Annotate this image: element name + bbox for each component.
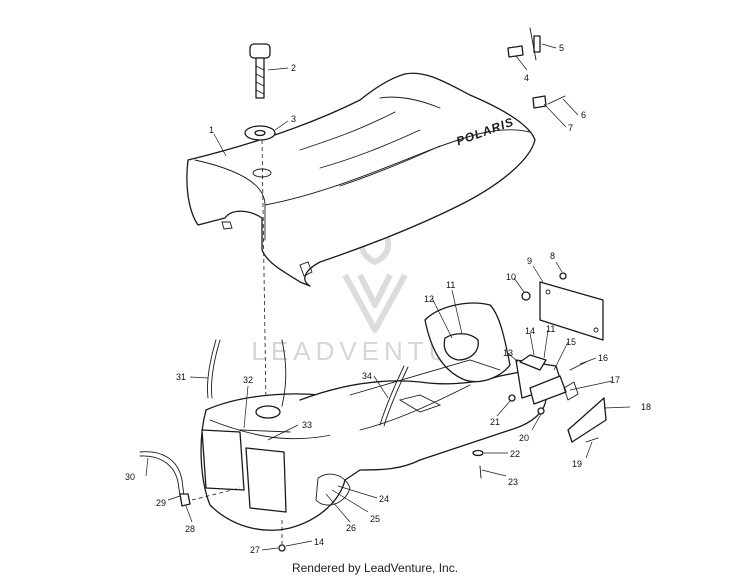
callout-30: 30 — [125, 472, 135, 482]
callout-34: 34 — [362, 371, 372, 381]
callout-2: 2 — [291, 63, 296, 73]
screw-part-23 — [479, 465, 482, 479]
fuel-line-alignment — [191, 487, 241, 501]
fuel-line-part-30 — [139, 451, 185, 497]
callout-23: 23 — [508, 477, 518, 487]
callout-28: 28 — [185, 524, 195, 534]
bracket-part-17 — [563, 381, 579, 401]
seat-part: POLARIS — [186, 72, 536, 287]
screw-part-19 — [585, 437, 599, 443]
callout-9: 9 — [527, 256, 532, 266]
gas-cap-part — [249, 43, 271, 99]
callout-1: 1 — [209, 125, 214, 135]
callout-21: 21 — [490, 417, 500, 427]
callout-8-top: 8 — [550, 251, 555, 261]
callout-numbers: 1 2 3 4 5 6 7 8 9 10 11 11 12 13 14 14 1… — [125, 43, 651, 555]
callout-11-top: 11 — [446, 280, 455, 290]
brake-light-part-15 — [529, 375, 567, 405]
callout-27: 27 — [250, 545, 260, 555]
washer-part-22 — [472, 449, 484, 457]
callout-13: 13 — [503, 348, 513, 358]
bracket-part-5 — [529, 27, 541, 61]
rear-plate-part — [539, 281, 604, 341]
clip-part-4 — [507, 45, 524, 58]
clip-part-7 — [532, 95, 547, 109]
callout-29: 29 — [156, 498, 166, 508]
screw-part-6 — [547, 95, 566, 105]
screw-part-16 — [569, 361, 587, 371]
callout-26: 26 — [346, 523, 356, 533]
callout-32: 32 — [243, 375, 253, 385]
callout-6: 6 — [581, 110, 586, 120]
callout-20: 20 — [519, 433, 529, 443]
callout-14-right: 14 — [525, 326, 535, 336]
footer-credit: Rendered by LeadVenture, Inc. — [291, 561, 459, 575]
cap-alignment-line — [261, 139, 267, 405]
callout-11-right: 11 — [546, 324, 555, 334]
flap-part-18 — [567, 397, 607, 443]
elbow-part-28 — [179, 493, 191, 507]
callout-5: 5 — [559, 43, 564, 53]
callout-31: 31 — [176, 372, 186, 382]
washer-part — [244, 125, 276, 141]
callout-14-bottom: 14 — [314, 537, 324, 547]
callout-33: 33 — [302, 420, 312, 430]
callout-12: 12 — [424, 294, 434, 304]
callout-22: 22 — [510, 449, 520, 459]
callout-18: 18 — [641, 402, 651, 412]
screw-part-8 — [559, 272, 567, 280]
callout-25: 25 — [370, 514, 380, 524]
leader-lines — [145, 43, 631, 551]
callout-17: 17 — [610, 375, 620, 385]
vent-hose-part-32 — [281, 339, 287, 407]
callout-7: 7 — [568, 123, 573, 133]
nut-part-20 — [537, 407, 545, 415]
callout-10: 10 — [506, 272, 516, 282]
callout-15: 15 — [566, 337, 576, 347]
vent-hose-part-31 — [207, 339, 221, 399]
callout-16: 16 — [598, 353, 608, 363]
callout-24: 24 — [379, 494, 389, 504]
callout-3: 3 — [291, 114, 296, 124]
vent-line-part-34 — [379, 365, 409, 427]
callout-19: 19 — [572, 459, 582, 469]
drain-part-27 — [278, 544, 286, 552]
rivet-part-21 — [508, 394, 516, 402]
callout-4: 4 — [524, 73, 529, 83]
nut-part-10 — [521, 291, 531, 301]
